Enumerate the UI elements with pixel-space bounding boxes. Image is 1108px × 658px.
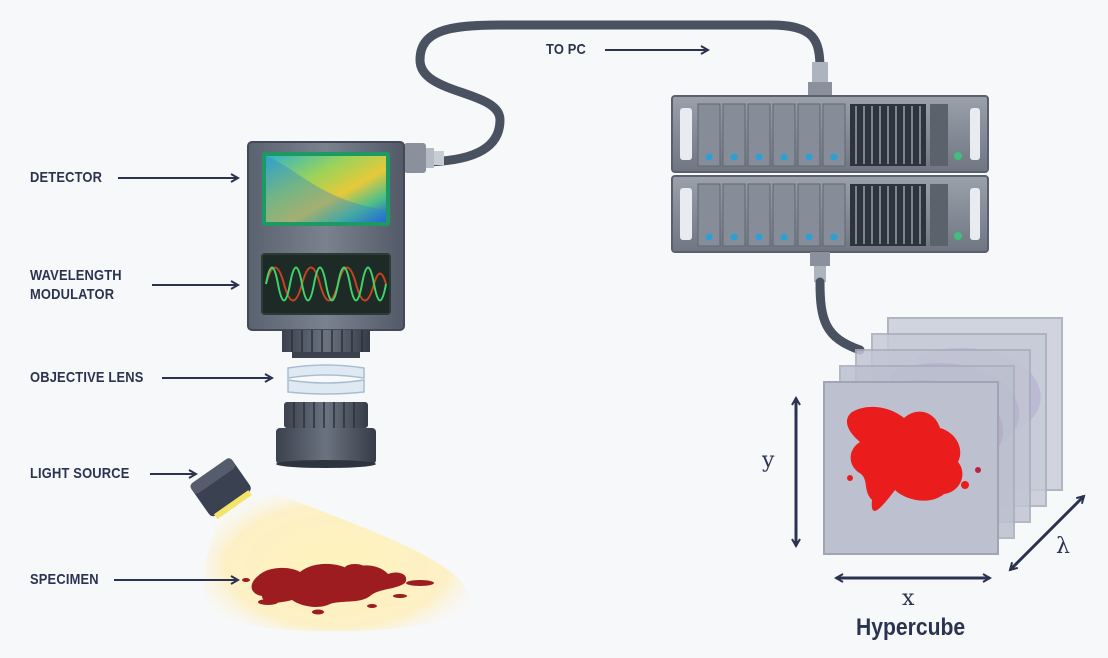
axis-x-label: x xyxy=(902,586,915,611)
light-source xyxy=(190,458,252,520)
wavelength-modulator-label-line1: WAVELENGTH xyxy=(30,267,122,284)
objective-lens-label: OBJECTIVE LENS xyxy=(30,369,144,386)
objective-lens-glass xyxy=(287,364,365,395)
light-beam xyxy=(203,485,470,632)
lens-mount xyxy=(282,330,370,358)
camera xyxy=(247,141,405,331)
camera-connector xyxy=(404,143,444,173)
detector-label: DETECTOR xyxy=(30,169,103,186)
modulator-wave-red xyxy=(265,266,387,302)
axis-lambda-label: λ xyxy=(1056,534,1070,559)
axis-y-label: y xyxy=(762,448,775,473)
server-connector-top xyxy=(808,62,832,96)
specimen-label: SPECIMEN xyxy=(30,571,99,588)
hypercube-title: Hypercube xyxy=(856,614,966,641)
specimen-stain xyxy=(242,563,434,615)
wavelength-modulator-label-line2: MODULATOR xyxy=(30,286,115,303)
to-pc-label: TO PC xyxy=(546,41,587,58)
server-unit-top xyxy=(671,95,989,173)
axis-lambda-arrow xyxy=(1010,496,1084,570)
cable-to-hypercube xyxy=(815,277,865,355)
server-connector-bottom xyxy=(810,252,830,282)
light-source-label: LIGHT SOURCE xyxy=(30,465,130,482)
server-unit-bottom xyxy=(671,175,989,253)
modulator-wave-green xyxy=(265,266,387,302)
cable xyxy=(415,20,825,167)
hypercube-stack xyxy=(823,317,1063,555)
lens-barrel xyxy=(276,402,376,468)
hypercube-front-stain xyxy=(846,406,963,511)
